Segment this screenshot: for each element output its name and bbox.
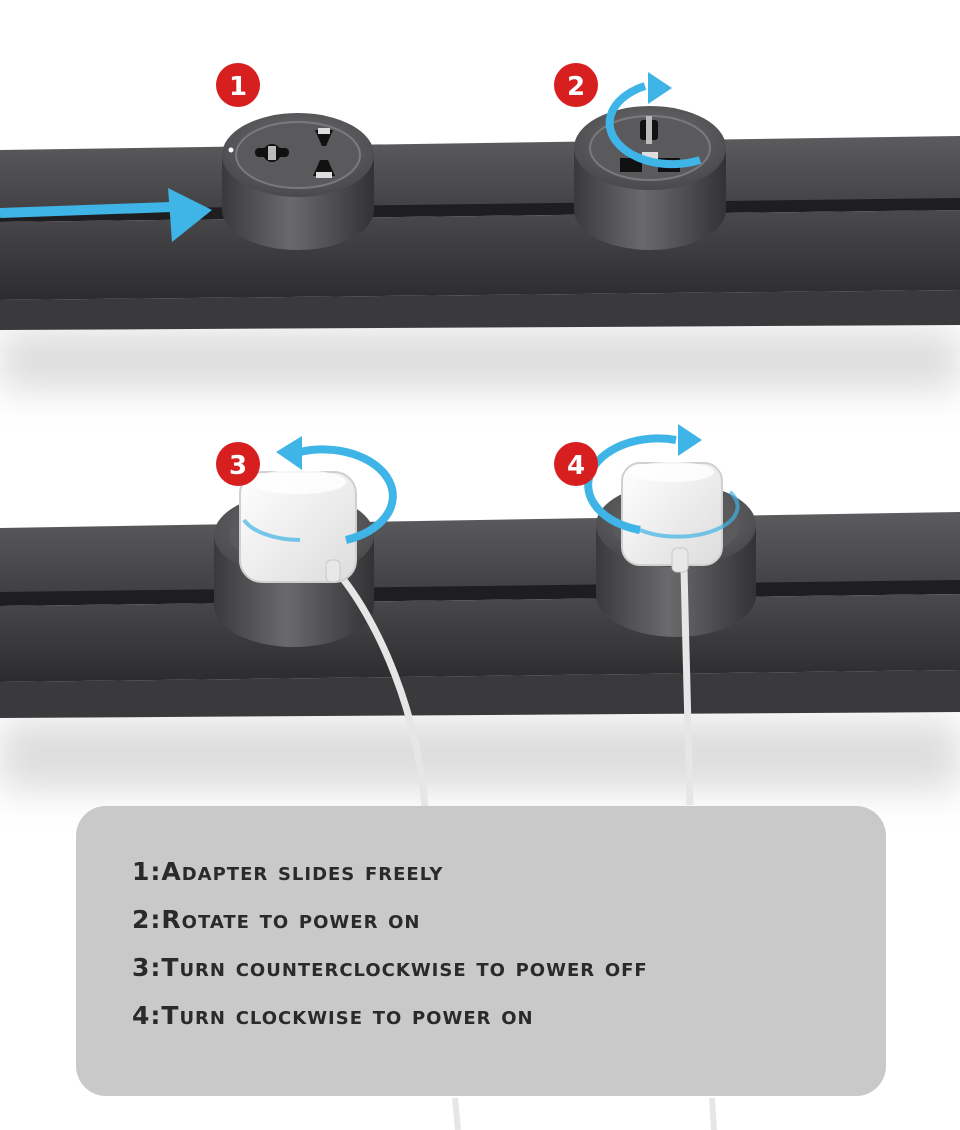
instruction-step-3: 3:Turn counterclockwise to power off <box>132 953 648 982</box>
top-track-rail <box>0 136 960 330</box>
rotate-arrow-icon <box>605 72 702 169</box>
step-badge-2: 2 <box>554 63 598 107</box>
plug-3 <box>239 470 429 811</box>
step-badge-3: 3 <box>216 442 260 486</box>
bottom-track-rail <box>0 512 960 718</box>
step-badge-1: 1 <box>216 63 260 107</box>
svg-text:4: 4 <box>567 451 585 481</box>
step-badge-4: 4 <box>554 442 598 486</box>
rail-shadows <box>0 330 960 790</box>
slide-arrow-icon <box>0 188 212 242</box>
svg-text:1: 1 <box>229 72 247 102</box>
instructions-panel: 1:Adapter slides freely 2:Rotate to powe… <box>76 806 886 1096</box>
cords-below-panel <box>452 1097 717 1130</box>
plug-4 <box>621 462 723 806</box>
universal-socket-icon <box>255 128 335 178</box>
counterclockwise-arrow-icon <box>242 436 397 544</box>
instruction-step-1: 1:Adapter slides freely <box>132 857 444 886</box>
socket-adapter-1 <box>222 113 374 250</box>
instruction-step-4: 4:Turn clockwise to power on <box>132 1001 534 1030</box>
instruction-step-2: 2:Rotate to power on <box>132 905 421 934</box>
svg-text:3: 3 <box>229 451 247 481</box>
svg-text:2: 2 <box>567 72 585 102</box>
socket-adapter-2 <box>574 106 726 250</box>
instruction-list: 1:Adapter slides freely 2:Rotate to powe… <box>132 856 648 1048</box>
